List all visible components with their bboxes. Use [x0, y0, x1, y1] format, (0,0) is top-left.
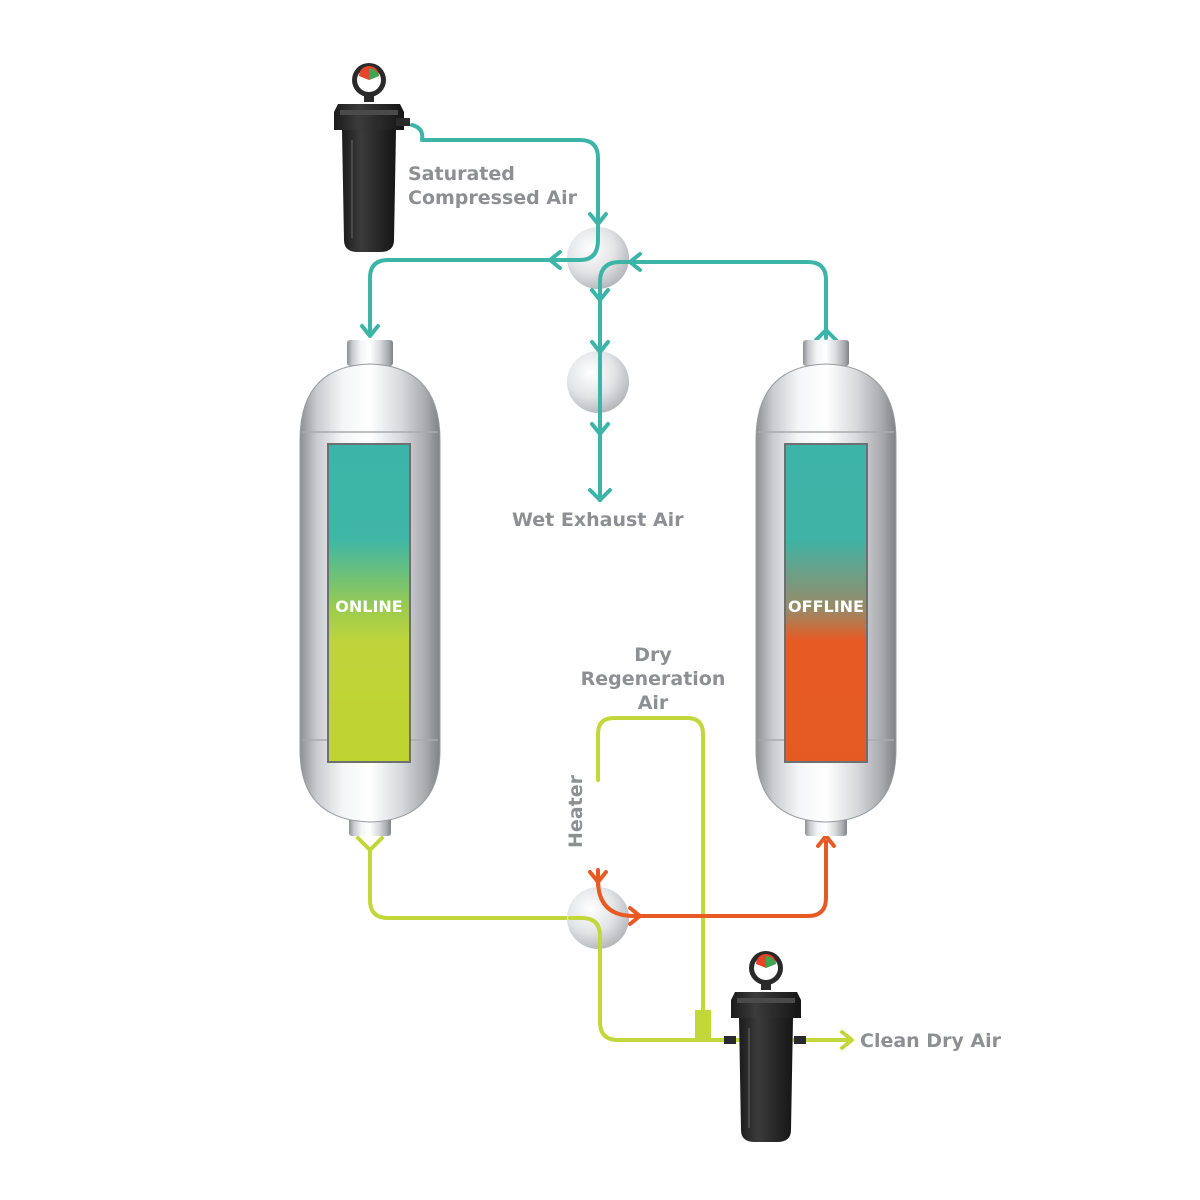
arrow-exhaust-2: [590, 340, 610, 354]
dry-regen-label-line2: Regeneration: [581, 668, 726, 690]
arrow-exhaust-out: [588, 488, 612, 502]
arrow-heater: [588, 870, 608, 884]
offline-desiccant-bed: [784, 443, 868, 763]
online-desiccant-bed: [327, 443, 411, 763]
top-valve: [567, 227, 629, 289]
online-label: ONLINE: [335, 597, 402, 616]
offline-label: OFFLINE: [788, 597, 864, 616]
clean-dry-label: Clean Dry Air: [860, 1030, 1002, 1052]
heater-label: Heater: [565, 774, 587, 848]
arrow-inlet: [588, 212, 608, 226]
offline-tank: OFFLINE: [755, 340, 897, 836]
dry-regen-label-line3: Air: [638, 692, 669, 714]
dry-regen-label-line1: Dry: [634, 644, 672, 666]
outlet-filter: [724, 951, 806, 1142]
saturated-label-line1: Saturated: [408, 163, 515, 185]
inlet-filter: [334, 63, 410, 252]
arrow-clean-out: [840, 1030, 854, 1050]
arrow-left-tank: [360, 324, 380, 338]
saturated-label-line2: Compressed Air: [408, 187, 578, 209]
arrow-exhaust-3: [590, 422, 610, 436]
arrow-left-feed: [548, 250, 562, 270]
arrow-exhaust-1: [590, 288, 610, 302]
arrow-right-return: [628, 252, 642, 272]
bottom-valve: [567, 887, 629, 949]
arrow-orange-1: [628, 906, 642, 926]
wet-exhaust-label: Wet Exhaust Air: [512, 509, 684, 531]
online-tank: ONLINE: [299, 340, 441, 836]
